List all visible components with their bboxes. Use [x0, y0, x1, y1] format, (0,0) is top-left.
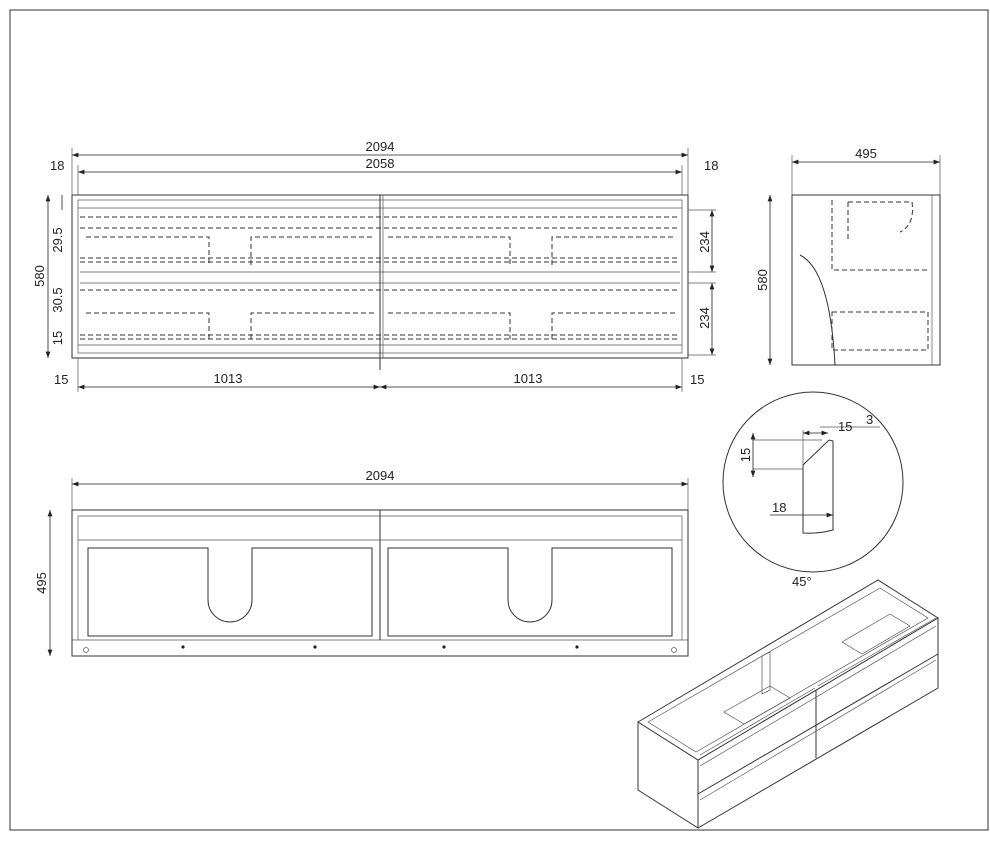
dim-inner-width: 2058: [366, 156, 395, 171]
dim-top-depth: 495: [34, 572, 49, 594]
dim-side-right: 18: [704, 158, 718, 173]
dim-bottom-left: 15: [54, 372, 68, 387]
dim-side-left: 18: [50, 158, 64, 173]
dim-bottom-gap: 15: [50, 331, 65, 345]
dim-drawer-width-right: 1013: [514, 371, 543, 386]
dim-detail-height: 15: [738, 448, 753, 462]
dim-detail-top-b: 3: [866, 412, 873, 427]
front-view: 2094 2058 18 18 580 29.5 30.5 15 23: [32, 139, 718, 392]
dim-bottom-right: 15: [690, 372, 704, 387]
dim-side-depth: 495: [855, 146, 877, 161]
dim-top-width: 2094: [366, 468, 395, 483]
edge-detail: 15 15 3 18 45°: [722, 391, 904, 589]
dim-top-gap: 29.5: [50, 227, 65, 252]
dim-overall-width: 2094: [366, 139, 395, 154]
dim-mid-gap: 30.5: [50, 287, 65, 312]
dim-drawer-height-bottom: 234: [697, 307, 712, 329]
dim-side-height: 580: [755, 269, 770, 291]
dim-drawer-height-top: 234: [697, 231, 712, 253]
isometric-view: [637, 579, 939, 829]
top-view: 2094 495: [34, 468, 689, 657]
dim-drawer-width-left: 1013: [214, 371, 243, 386]
drawing-border: [9, 9, 989, 831]
dim-detail-thickness: 18: [772, 500, 786, 515]
detail-angle: 45°: [792, 574, 812, 589]
dim-height: 580: [32, 265, 47, 287]
dim-detail-top-a: 15: [838, 419, 852, 434]
side-view: 495 580: [755, 146, 941, 366]
